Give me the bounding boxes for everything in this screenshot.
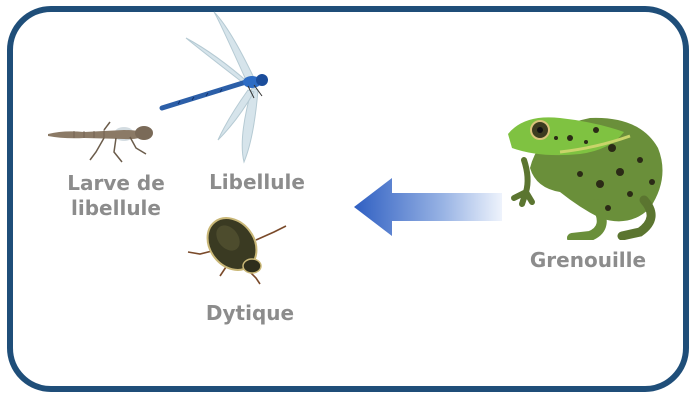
label-libellule: Libellule	[209, 170, 305, 194]
arrow-icon	[354, 178, 502, 236]
dragonfly-larva-icon	[48, 121, 153, 163]
frog-icon	[508, 117, 663, 240]
diving-beetle-icon	[187, 217, 287, 285]
label-larve-de-libellule: Larve de libellule	[67, 171, 165, 220]
dragonfly-icon	[159, 11, 268, 164]
label-dytique: Dytique	[205, 301, 295, 325]
label-grenouille: Grenouille	[529, 248, 647, 272]
